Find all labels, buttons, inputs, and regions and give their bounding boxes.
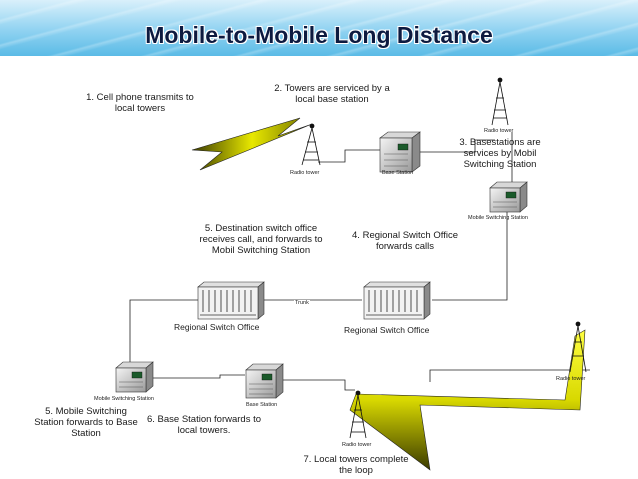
link-mss-base2 — [148, 374, 245, 379]
regional-switch-office-label: Regional Switch Office — [344, 325, 430, 335]
step-2-label: 2. Towers are serviced by a local base s… — [274, 83, 390, 105]
step-6-label: 6. Base Station forwards to local towers… — [146, 414, 262, 436]
base-station-label: Base Station — [246, 402, 278, 408]
base-station-icon — [379, 131, 421, 173]
signal-bolt-top — [191, 117, 313, 171]
link-base-radio2 — [418, 139, 495, 153]
step-5b-label: 5. Mobile Switching Station forwards to … — [34, 406, 138, 439]
mobile-switching-station-label: Mobile Switching Station — [94, 396, 154, 402]
regional-switch-office-icon — [363, 281, 431, 320]
mobile-switching-station-icon — [115, 361, 154, 393]
connection-lines — [129, 132, 590, 391]
base-station-label: Base Station — [382, 170, 414, 176]
page-title: Mobile-to-Mobile Long Distance — [145, 22, 493, 48]
banner-decoration — [0, 0, 638, 56]
link-base2-tower — [282, 379, 355, 391]
radio-tower-label: Radio tower — [290, 170, 320, 176]
radio-tower-label: Radio tower — [556, 376, 586, 382]
step-4-label: 4. Regional Switch Office forwards calls — [352, 230, 458, 252]
regional-switch-office-label: Regional Switch Office — [174, 322, 260, 332]
title-banner — [0, 0, 638, 56]
signal-bolt-bottom — [349, 329, 586, 471]
radio-tower-icon — [569, 321, 587, 373]
step-3-label: 3. Basestations are services by Mobil Sw… — [459, 137, 541, 170]
radio-tower-label: Radio tower — [342, 442, 372, 448]
link-mss-rso-right — [432, 212, 508, 301]
step-5-label: 5. Destination switch office receives ca… — [199, 223, 323, 256]
link-rso-left-down — [129, 299, 198, 362]
radio-tower-icon — [491, 77, 509, 126]
trunk-label: Trunk — [294, 300, 310, 306]
link-radio-right — [429, 369, 590, 382]
radio-tower-label: Radio tower — [484, 128, 514, 134]
base-station-icon — [245, 363, 284, 399]
mobile-switching-station-icon — [489, 181, 528, 213]
step-1-label: 1. Cell phone transmits to local towers — [86, 92, 194, 114]
step-7-label: 7. Local towers complete the loop — [303, 454, 409, 476]
link-tower1-base — [318, 149, 380, 163]
mobile-switching-station-label: Mobile Switching Station — [468, 215, 528, 221]
radio-tower-icon — [349, 390, 367, 439]
radio-tower-icon — [301, 123, 321, 166]
regional-switch-office-icon — [197, 281, 265, 320]
